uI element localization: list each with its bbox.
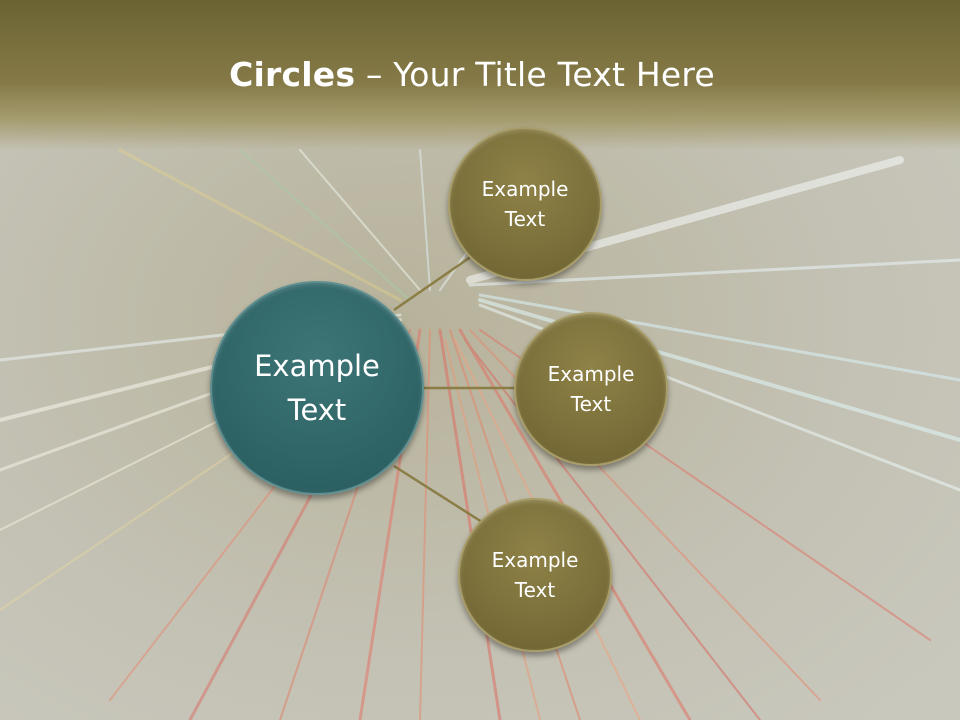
satellite-circle-2-label: Example Text <box>547 362 635 416</box>
title-band <box>0 0 960 150</box>
satellite-circle-3[interactable]: Example Text <box>458 498 612 652</box>
slide-title-bold: Circles <box>229 55 356 94</box>
satellite-circle-1[interactable]: Example Text <box>448 127 602 281</box>
connector-line-3 <box>393 464 483 524</box>
satellite-circle-1-label: Example Text <box>481 177 569 231</box>
center-circle-label: Example Text <box>254 349 380 427</box>
center-circle[interactable]: Example Text <box>210 281 424 495</box>
slide-title: Circles – Your Title Text Here <box>0 52 944 98</box>
slide-title-rest: – Your Title Text Here <box>355 55 715 94</box>
satellite-circle-3-label: Example Text <box>491 548 579 602</box>
connector-line-1 <box>393 254 473 312</box>
satellite-circle-2[interactable]: Example Text <box>514 312 668 466</box>
